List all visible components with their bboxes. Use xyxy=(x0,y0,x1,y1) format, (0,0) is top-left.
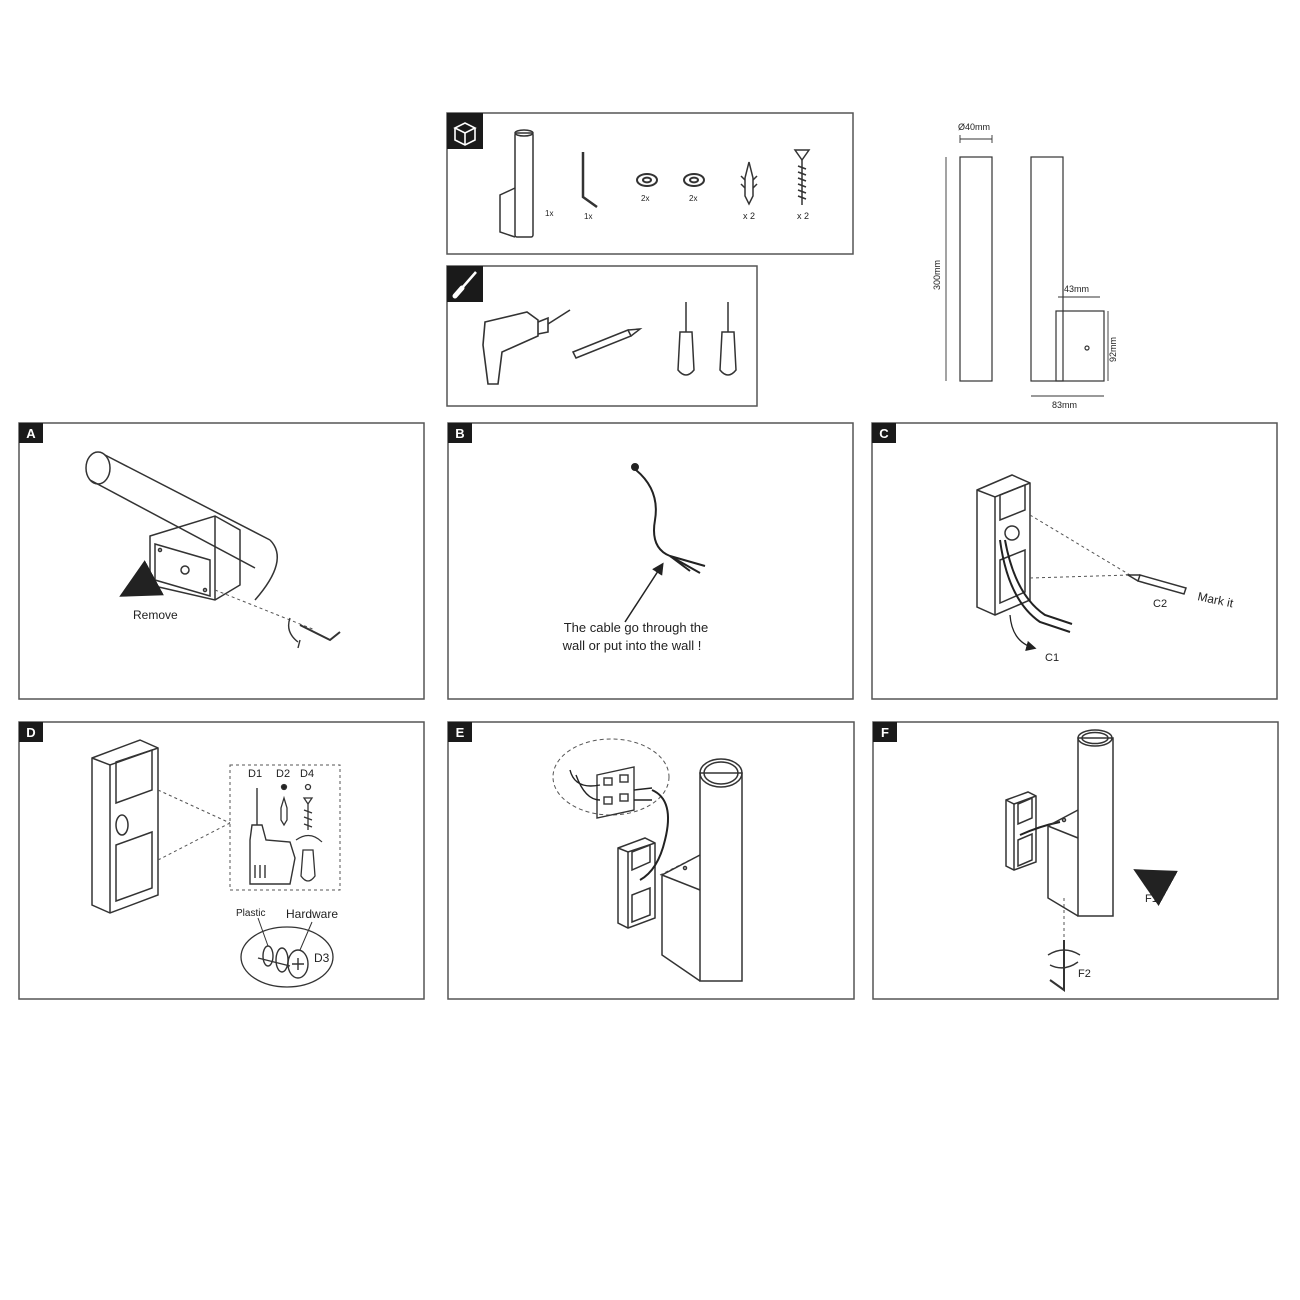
cable-illustration xyxy=(999,539,1073,633)
allen-key-icon xyxy=(1047,940,1081,992)
remove-arrow-icon xyxy=(119,560,164,597)
flat-screwdriver-icon xyxy=(677,302,695,376)
allen-key-icon xyxy=(581,152,598,209)
phillips-screwdriver-icon xyxy=(719,302,737,376)
step-e-badge: E xyxy=(456,725,465,740)
step-c-c2-label: C2 xyxy=(1153,598,1167,610)
step-d-plastic-label: Plastic xyxy=(236,908,265,919)
bracket-illustration xyxy=(91,739,159,914)
lamp-lying-illustration xyxy=(85,451,278,601)
tools-panel xyxy=(446,265,758,407)
step-c-c1-label: C1 xyxy=(1045,652,1059,664)
step-b-badge: B xyxy=(455,426,464,441)
drill-icon xyxy=(482,309,571,385)
bracket-illustration xyxy=(617,837,656,929)
terminal-block-detail xyxy=(569,766,653,819)
washer-icon xyxy=(683,173,705,187)
step-d-d2-label: D2 xyxy=(276,768,290,780)
step-f-panel: F F1 F2 xyxy=(872,721,1279,1000)
step-d-d4-label: D4 xyxy=(300,768,314,780)
step-f-f1-label: F1 xyxy=(1145,893,1158,905)
screw-washer-detail xyxy=(257,945,309,979)
washer-icon xyxy=(636,173,658,187)
lamp-installed-illustration xyxy=(1047,729,1114,917)
step-f-badge: F xyxy=(881,725,889,740)
qty-screw: x 2 xyxy=(797,211,809,221)
wall-plug-icon xyxy=(280,783,288,827)
pencil-icon xyxy=(1125,574,1187,595)
lamp-installed-illustration xyxy=(661,758,743,982)
qty-washer-a: 2x xyxy=(641,194,649,203)
step-e-panel: E xyxy=(447,721,855,1000)
qty-washer-b: 2x xyxy=(689,194,697,203)
step-d-badge: D xyxy=(26,725,35,740)
step-a-remove-label: Remove xyxy=(133,608,178,622)
step-b-note-line1: The cable go through the xyxy=(564,620,709,635)
step-d-panel: D D1 D2 D4 xyxy=(18,721,425,1000)
step-b-panel: B The cable go through the wall or put i… xyxy=(447,422,854,700)
lamp-part-icon xyxy=(499,129,534,238)
allen-key-icon xyxy=(287,617,341,649)
parts-panel: 1x 1x 2x 2x x 2 x 2 xyxy=(446,112,854,255)
box-icon xyxy=(453,122,477,146)
step-c-panel: C C1 C2 Mark it xyxy=(871,422,1278,700)
step-a-badge: A xyxy=(26,426,36,441)
step-f-f2-label: F2 xyxy=(1078,968,1091,980)
step-d-d3-label: D3 xyxy=(314,951,330,965)
qty-allen-key: 1x xyxy=(584,212,592,221)
pencil-icon xyxy=(571,328,643,359)
step-d-d1-label: D1 xyxy=(248,768,262,780)
cable-illustration xyxy=(631,463,706,574)
dim-depth: 83mm xyxy=(1052,400,1077,410)
qty-lamp: 1x xyxy=(545,209,553,218)
push-arrow-icon xyxy=(1133,869,1178,906)
step-b-note-line2: wall or put into the wall ! xyxy=(562,638,702,653)
bracket-illustration xyxy=(1005,791,1037,871)
step-c-badge: C xyxy=(879,426,889,441)
pointer-arrow-icon xyxy=(624,562,664,623)
bracket-illustration xyxy=(976,474,1031,616)
screwdriver-tool-icon xyxy=(452,271,477,299)
dim-bracket-height: 92mm xyxy=(1108,337,1118,362)
drill-icon xyxy=(249,788,296,885)
dim-bracket-width: 43mm xyxy=(1064,284,1089,294)
qty-wall-plug: x 2 xyxy=(743,211,755,221)
step-d-hardware-label: Hardware xyxy=(286,907,338,921)
screw-icon xyxy=(793,149,811,205)
wall-plug-icon xyxy=(740,161,758,206)
screw-icon xyxy=(295,783,323,882)
dim-diameter: Ø40mm xyxy=(958,122,990,132)
step-c-mark-label: Mark it xyxy=(1196,589,1235,610)
dim-height: 300mm xyxy=(932,260,942,290)
step-a-panel: A Remove xyxy=(18,422,425,700)
dimension-drawing xyxy=(945,135,1109,397)
